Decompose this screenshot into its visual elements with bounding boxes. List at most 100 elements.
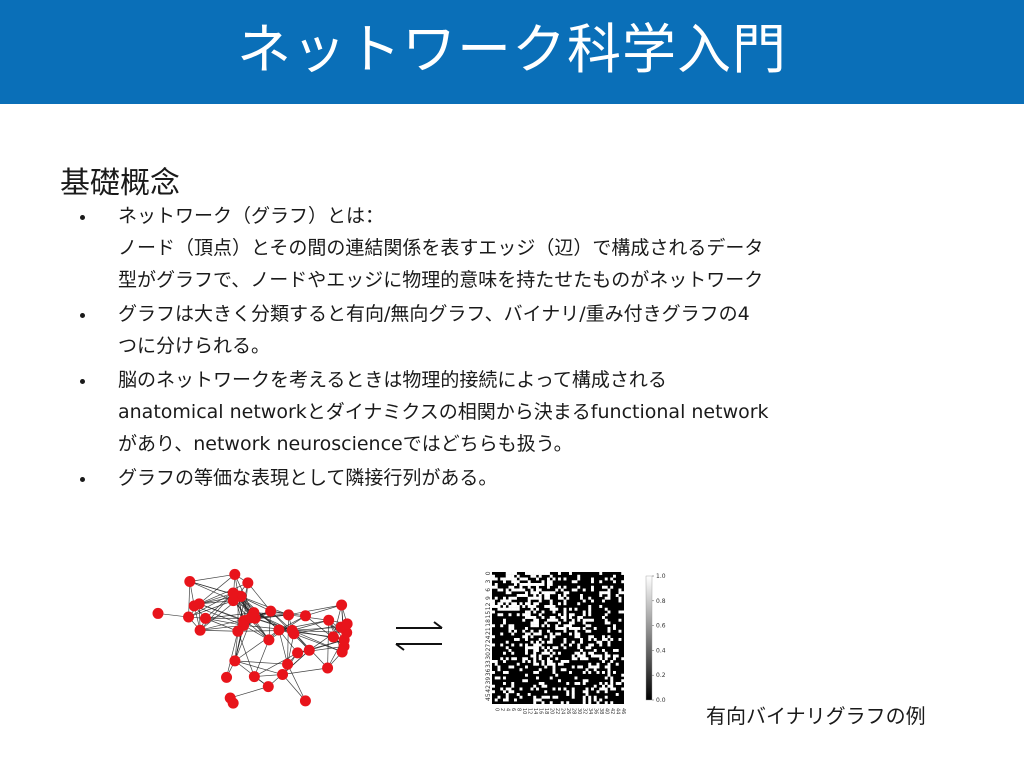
matrix-row-tick: 42 xyxy=(485,685,492,693)
graph-edge xyxy=(198,574,236,605)
matrix-cell xyxy=(530,605,534,608)
graph-edge xyxy=(287,614,289,665)
matrix-cell xyxy=(552,665,556,669)
matrix-cell xyxy=(497,602,501,606)
matrix-cell xyxy=(533,701,537,705)
matrix-cell xyxy=(497,588,501,592)
matrix-cell xyxy=(505,591,509,595)
matrix-cell xyxy=(563,618,567,622)
matrix-cell xyxy=(569,616,572,619)
matrix-cell xyxy=(582,698,586,702)
matrix-cell xyxy=(615,594,619,597)
matrix-cell xyxy=(593,684,597,688)
matrix-cell xyxy=(536,624,539,628)
matrix-row-tick: 21 xyxy=(485,627,492,635)
matrix-cell xyxy=(530,687,534,691)
matrix-cell xyxy=(588,643,592,647)
graph-edge xyxy=(292,619,329,631)
matrix-cell xyxy=(547,629,550,633)
matrix-cell xyxy=(516,662,520,666)
matrix-cell xyxy=(544,649,548,652)
colorbar-tick: 1.0 xyxy=(656,573,666,580)
matrix-cell xyxy=(580,657,583,661)
matrix-cell xyxy=(533,624,537,628)
matrix-cell xyxy=(541,651,545,655)
matrix-cell xyxy=(505,646,509,650)
matrix-cell xyxy=(511,602,515,606)
matrix-cell xyxy=(533,695,537,699)
matrix-cell xyxy=(613,671,616,674)
matrix-cell xyxy=(615,693,619,696)
matrix-cell xyxy=(610,684,614,688)
matrix-cell xyxy=(591,585,594,589)
matrix-cell xyxy=(505,607,509,611)
matrix-col-tick: 34 xyxy=(587,708,593,714)
matrix-cell xyxy=(552,635,556,639)
matrix-cell xyxy=(585,679,589,683)
matrix-cell xyxy=(607,654,611,658)
matrix-cell xyxy=(588,624,592,628)
matrix-row-tick: 39 xyxy=(485,677,492,685)
matrix-cell xyxy=(610,577,614,581)
bullet-line: ネットワーク（グラフ）とは： xyxy=(118,205,385,227)
matrix-col-tick: 20 xyxy=(548,708,554,714)
matrix-cell xyxy=(516,605,520,608)
matrix-cell xyxy=(552,687,556,691)
matrix-row-tick: 0 xyxy=(485,571,492,575)
graph-edge xyxy=(205,592,234,619)
matrix-cell xyxy=(549,602,553,606)
matrix-cell xyxy=(530,621,534,625)
matrix-cell xyxy=(560,701,564,705)
graph-node xyxy=(248,671,260,683)
matrix-cell xyxy=(591,687,594,691)
matrix-cell xyxy=(582,618,586,622)
matrix-cell xyxy=(547,583,550,586)
matrix-cell xyxy=(549,574,553,578)
matrix-cell xyxy=(615,662,619,666)
matrix-cell xyxy=(599,594,603,597)
matrix-cell xyxy=(505,577,509,581)
matrix-cell xyxy=(613,649,616,652)
matrix-cell xyxy=(607,594,611,597)
matrix-cell xyxy=(492,643,495,647)
matrix-cell xyxy=(544,665,548,669)
matrix-cell xyxy=(549,660,553,663)
matrix-cell xyxy=(503,580,506,584)
matrix-cell xyxy=(508,574,512,578)
matrix-cell xyxy=(525,572,528,575)
matrix-cell xyxy=(604,577,608,581)
matrix-cell xyxy=(538,599,542,603)
matrix-cell xyxy=(593,638,597,641)
matrix-cell xyxy=(604,607,608,611)
matrix-cell xyxy=(591,618,594,622)
matrix-cell xyxy=(547,580,550,584)
matrix-cell xyxy=(613,687,616,691)
graph-edge xyxy=(199,582,248,605)
matrix-cell xyxy=(533,698,537,702)
matrix-cell xyxy=(574,657,578,661)
matrix-cell xyxy=(497,668,501,672)
matrix-cell xyxy=(549,701,553,705)
matrix-cell xyxy=(585,690,589,694)
matrix-cell xyxy=(574,588,578,592)
matrix-cell xyxy=(571,693,575,696)
matrix-cell xyxy=(607,635,611,639)
matrix-cell xyxy=(549,605,553,608)
matrix-cell xyxy=(580,654,583,658)
matrix-cell xyxy=(602,591,605,595)
matrix-cell xyxy=(527,613,531,617)
bullet-item: グラフの等価な表現として隣接行列がある。 xyxy=(80,462,980,494)
matrix-cell xyxy=(599,572,603,575)
matrix-cell xyxy=(596,662,600,666)
matrix-cell xyxy=(596,654,600,658)
matrix-cell xyxy=(591,651,594,655)
matrix-cell xyxy=(558,679,561,683)
matrix-cell xyxy=(511,632,515,636)
graph-edge xyxy=(205,618,244,626)
matrix-cell xyxy=(591,654,594,658)
matrix-cell xyxy=(563,640,567,644)
matrix-cell xyxy=(500,588,504,592)
matrix-cell xyxy=(549,632,553,636)
matrix-cell xyxy=(547,577,550,581)
matrix-cell xyxy=(618,599,622,603)
